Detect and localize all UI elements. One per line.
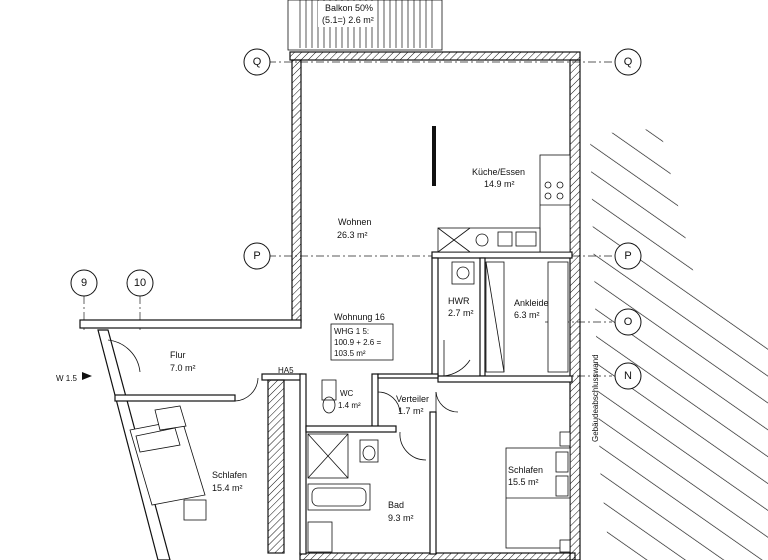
unit-info: Wohnung 16 WHG 1 5: 100.9 + 2.6 = 103.5 … (330, 312, 394, 361)
hwr-area: 2.7 m² (448, 308, 474, 318)
axis-marker-q-right: Q (614, 48, 642, 76)
unit-title: Wohnung 16 (334, 312, 385, 322)
verteiler-name: Verteiler (396, 394, 429, 404)
room-label-hwr: HWR 2.7 m² (448, 296, 474, 318)
kueche-area: 14.9 m² (484, 179, 515, 189)
room-label-wc: WC 1.4 m² (338, 389, 361, 410)
schlafen-left-name: Schlafen (212, 470, 247, 480)
balkon-name: Balkon 50% (325, 3, 373, 13)
wohnen-name: Wohnen (338, 217, 371, 227)
bad-area: 9.3 m² (388, 513, 414, 523)
hwr-name: HWR (448, 296, 470, 306)
room-label-flur: Flur 7.0 m² (170, 350, 196, 373)
ankleide-area: 6.3 m² (514, 310, 540, 320)
room-label-schlafen-left: Schlafen 15.4 m² (212, 470, 247, 493)
ha5-label: HA5 (278, 366, 294, 375)
axis-marker-q-left: Q (243, 48, 271, 76)
axis-marker-10: 10 (126, 269, 154, 297)
bedroom-left-furniture (129, 405, 207, 521)
wohnen-area: 26.3 m² (337, 230, 368, 240)
axis-n-label: N (624, 370, 632, 382)
schlafen-right-name: Schlafen (508, 465, 543, 475)
room-label-ankleide: Ankleide 6.3 m² (514, 298, 549, 320)
axis-9-label: 9 (81, 277, 87, 289)
balcony: Balkon 50% (5.1=) 2.6 m² (287, 0, 443, 51)
schlafen-right-area: 15.5 m² (508, 477, 539, 487)
room-label-verteiler: Verteiler 1.7 m² (396, 394, 429, 416)
axis-marker-p-right: P (614, 242, 642, 270)
unit-line1: WHG 1 5: (334, 327, 369, 336)
flur-name: Flur (170, 350, 186, 360)
wall-note-label: Gebäudeabschlusswand (591, 354, 600, 442)
bedroom-right-furniture (505, 431, 571, 553)
axis-10-label: 10 (134, 277, 146, 289)
axis-marker-p-left: P (243, 242, 271, 270)
room-label-schlafen-right: Schlafen 15.5 m² (508, 465, 543, 487)
unit-line3: 103.5 m² (334, 349, 366, 358)
axis-o-label: O (624, 316, 633, 328)
ankleide-name: Ankleide (514, 298, 549, 308)
kitchen-fixtures (437, 154, 571, 253)
axis-q-left-label: Q (253, 56, 262, 68)
axis-marker-9: 9 (70, 269, 98, 297)
axis-q-right-label: Q (624, 56, 633, 68)
verteiler-area: 1.7 m² (398, 406, 424, 416)
exterior-hatch (590, 128, 768, 560)
axis-p-left-label: P (253, 250, 260, 262)
unit-line2: 100.9 + 2.6 = (334, 338, 381, 347)
bad-name: Bad (388, 500, 404, 510)
schlafen-left-area: 15.4 m² (212, 483, 243, 493)
flur-area: 7.0 m² (170, 363, 196, 373)
room-label-kueche: Küche/Essen 14.9 m² (472, 167, 525, 189)
kueche-name: Küche/Essen (472, 167, 525, 177)
axis-p-right-label: P (624, 250, 631, 262)
wc-name: WC (340, 389, 354, 398)
bath-fixtures (307, 379, 379, 553)
hwr-fixtures (451, 261, 569, 373)
room-label-wohnen: Wohnen 26.3 m² (337, 217, 371, 240)
room-label-bad: Bad 9.3 m² (388, 500, 414, 523)
balkon-area: (5.1=) 2.6 m² (322, 15, 374, 25)
axis-marker-o: O (614, 308, 642, 336)
wc-area: 1.4 m² (338, 401, 361, 410)
w15-arrow-icon (82, 372, 92, 380)
w15-label: W 1.5 (56, 374, 77, 383)
axis-marker-n: N (614, 362, 642, 390)
doors (107, 339, 471, 461)
interior-walls (114, 126, 573, 555)
